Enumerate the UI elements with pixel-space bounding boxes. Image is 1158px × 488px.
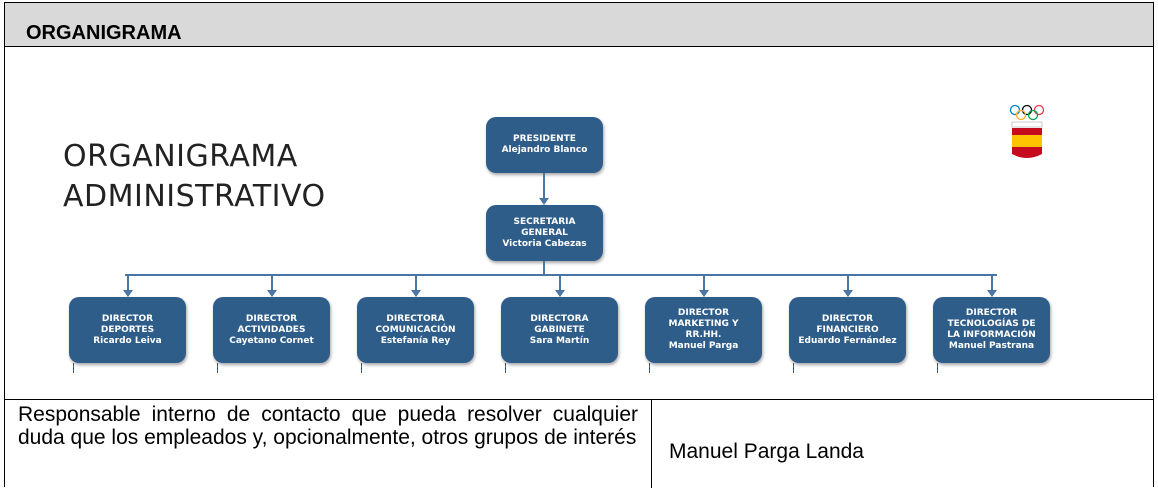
director-line: RR.HH. xyxy=(685,330,722,340)
director-line: COMUNICACIÓN xyxy=(375,324,456,335)
connector-line xyxy=(649,363,650,373)
director-line: MARKETING Y xyxy=(668,319,739,329)
director-line: DIRECTOR xyxy=(677,308,730,318)
connector-line xyxy=(414,275,417,291)
director-line: DIRECTOR xyxy=(101,313,154,324)
president-box: PRESIDENTE Alejandro Blanco xyxy=(486,117,603,173)
director-line: Cayetano Cornet xyxy=(229,335,314,346)
director-line: DIRECTOR xyxy=(821,313,874,324)
connector-arrow xyxy=(410,290,421,297)
director-line: Manuel Parga xyxy=(668,341,739,351)
director-line: Sara Martín xyxy=(529,335,590,346)
director-line: GABINETE xyxy=(534,324,585,335)
contact-label: Responsable interno de contacto que pued… xyxy=(18,403,638,449)
contact-row: Responsable interno de contacto que pued… xyxy=(5,400,1153,488)
connector-line xyxy=(73,363,74,373)
director-line: LA INFORMACIÓN xyxy=(947,330,1036,340)
connector-line xyxy=(361,363,362,373)
director-line: DIRECTORA xyxy=(386,313,445,324)
president-name: Alejandro Blanco xyxy=(501,145,588,155)
section-header-label: ORGANIGRAMA xyxy=(26,22,182,44)
connector-line xyxy=(270,275,273,291)
connector-arrow xyxy=(122,290,133,297)
chart-title-line2: ADMINISTRATIVO xyxy=(63,179,326,214)
director-line: Eduardo Fernández xyxy=(798,335,897,346)
connector-line xyxy=(217,363,218,373)
contact-value-cell: Manuel Parga Landa xyxy=(652,400,1153,488)
connector-line xyxy=(793,363,794,373)
director-line: DIRECTOR xyxy=(245,313,298,324)
connector-line xyxy=(990,275,993,291)
director-line: DEPORTES xyxy=(100,324,155,335)
connector-arrow xyxy=(539,198,549,205)
contact-label-cell: Responsable interno de contacto que pued… xyxy=(5,400,652,488)
contact-value: Manuel Parga Landa xyxy=(669,440,864,463)
director-line: DIRECTOR xyxy=(965,308,1018,318)
section-header: ORGANIGRAMA xyxy=(5,3,1153,47)
director-line: Estefanía Rey xyxy=(380,335,451,346)
chart-title-line1: ORGANIGRAMA xyxy=(63,139,298,174)
connector-arrow xyxy=(986,290,997,297)
org-chart: ORGANIGRAMA ADMINISTRATIVO PRESIDENTE Al… xyxy=(5,47,1153,400)
connector-line xyxy=(505,363,506,373)
connector-arrow xyxy=(842,290,853,297)
connector-arrow xyxy=(266,290,277,297)
document-table: ORGANIGRAMA ORGANIGRAMA ADMINISTRATIVO P… xyxy=(4,2,1154,488)
connector-line xyxy=(846,275,849,291)
olympic-committee-logo xyxy=(1009,104,1045,158)
connector-arrow xyxy=(554,290,565,297)
director-line: Manuel Pastrana xyxy=(948,341,1035,351)
connector-line xyxy=(702,275,705,291)
director-line: Ricardo Leiva xyxy=(93,335,162,346)
director-line: FINANCIERO xyxy=(816,324,879,335)
connector-line xyxy=(543,261,545,275)
connector-line xyxy=(937,363,938,373)
secretary-name: Victoria Cabezas xyxy=(502,238,587,249)
director-line: TECNOLOGÍAS DE xyxy=(947,319,1036,329)
connector-line xyxy=(558,275,561,291)
secretary-role: SECRETARIA GENERAL xyxy=(513,216,576,238)
director-line: DIRECTORA xyxy=(530,313,589,324)
director-line: ACTIVIDADES xyxy=(237,324,306,335)
connector-bus xyxy=(125,274,997,276)
president-role: PRESIDENTE xyxy=(513,134,576,144)
connector-line xyxy=(543,173,545,200)
connector-arrow xyxy=(698,290,709,297)
secretary-box: SECRETARIA GENERAL Victoria Cabezas xyxy=(486,205,603,261)
connector-line xyxy=(126,275,129,291)
